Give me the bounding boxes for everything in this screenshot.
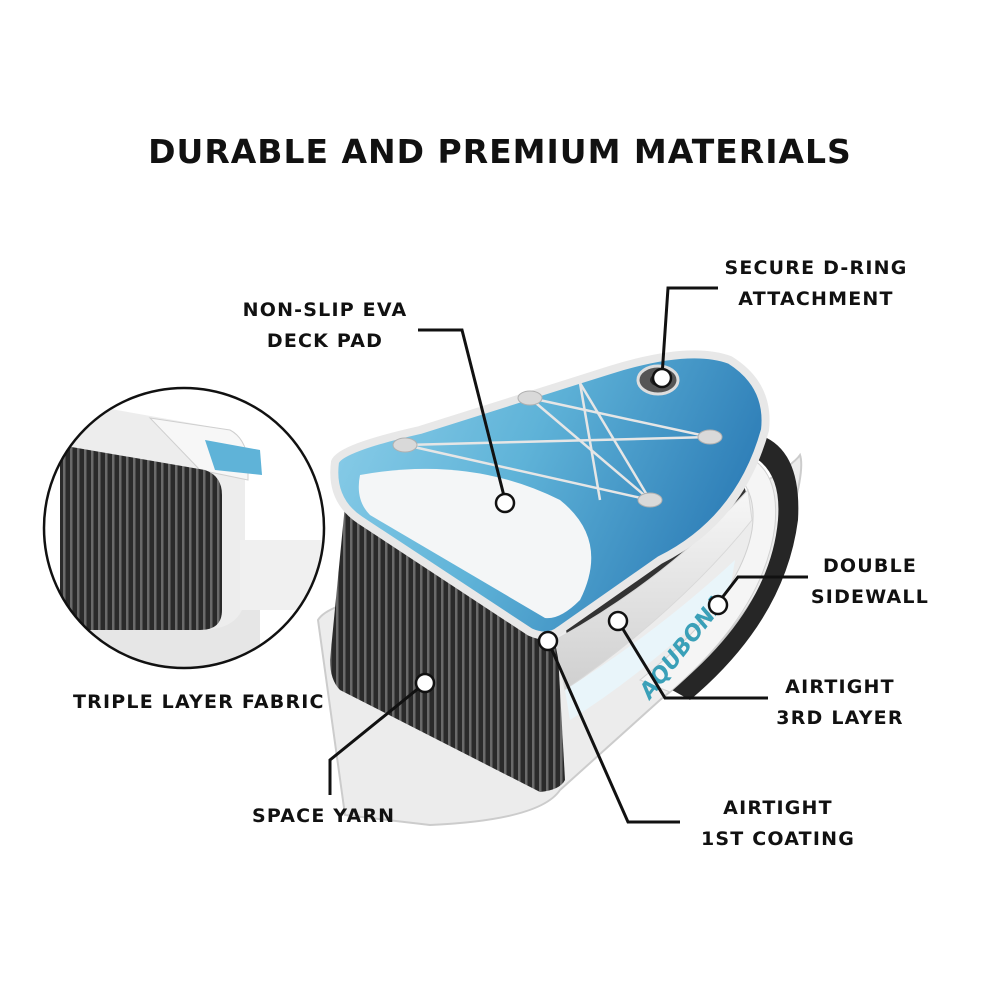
sup-board: AQUBONA: [316, 350, 803, 827]
callout-dots: [414, 367, 729, 694]
label-triple-layer-fabric-line1: TRIPLE LAYER FABRIC: [73, 691, 325, 713]
zoom-circle-outline: [42, 386, 326, 670]
page-title: DURABLE AND PREMIUM MATERIALS: [148, 132, 852, 171]
label-d-ring-line1: SECURE D-RING: [724, 257, 908, 279]
callout-line-space-yarn: [328, 681, 426, 795]
label-space-yarn-line1: SPACE YARN: [252, 805, 396, 827]
side-blue-band: [565, 560, 735, 720]
core-block: [330, 505, 565, 792]
label-space-yarn: SPACE YARN: [252, 801, 395, 832]
callout-lines: [328, 286, 808, 824]
label-double-sidewall: DOUBLE SIDEWALL: [805, 551, 935, 613]
eva-pad: [358, 468, 592, 619]
callout-line-airtight-3rd: [616, 620, 768, 700]
label-d-ring: SECURE D-RING ATTACHMENT: [718, 253, 914, 315]
rail-outer-white: [639, 454, 777, 693]
label-airtight-1st-line2: 1ST COATING: [700, 828, 856, 850]
bungee-cords: [404, 382, 711, 502]
rail-outer-dark: [672, 435, 799, 700]
label-triple-layer-fabric: TRIPLE LAYER FABRIC: [73, 687, 325, 718]
callout-line-deck-pad: [418, 328, 507, 501]
bungee-anchors: [392, 390, 723, 508]
callout-line-double-sidewall: [716, 575, 808, 604]
label-deck-pad: NON-SLIP EVA DECK PAD: [230, 295, 420, 357]
label-airtight-3rd-line1: AIRTIGHT: [785, 676, 895, 698]
label-airtight-1st: AIRTIGHT 1ST COATING: [688, 793, 868, 855]
callout-line-airtight-1st: [546, 640, 680, 824]
side-white-band: [554, 488, 753, 691]
label-deck-pad-line1: NON-SLIP EVA: [242, 299, 408, 321]
label-double-sidewall-line2: SIDEWALL: [810, 586, 930, 608]
label-airtight-3rd: AIRTIGHT 3RD LAYER: [765, 672, 915, 734]
label-airtight-1st-line1: AIRTIGHT: [723, 797, 833, 819]
label-double-sidewall-line1: DOUBLE: [822, 555, 918, 577]
zoom-detail: [42, 386, 326, 670]
callout-line-d-ring: [660, 286, 718, 377]
label-deck-pad-line2: DECK PAD: [266, 330, 384, 352]
label-airtight-3rd-line2: 3RD LAYER: [776, 707, 904, 729]
label-d-ring-line2: ATTACHMENT: [738, 288, 894, 310]
